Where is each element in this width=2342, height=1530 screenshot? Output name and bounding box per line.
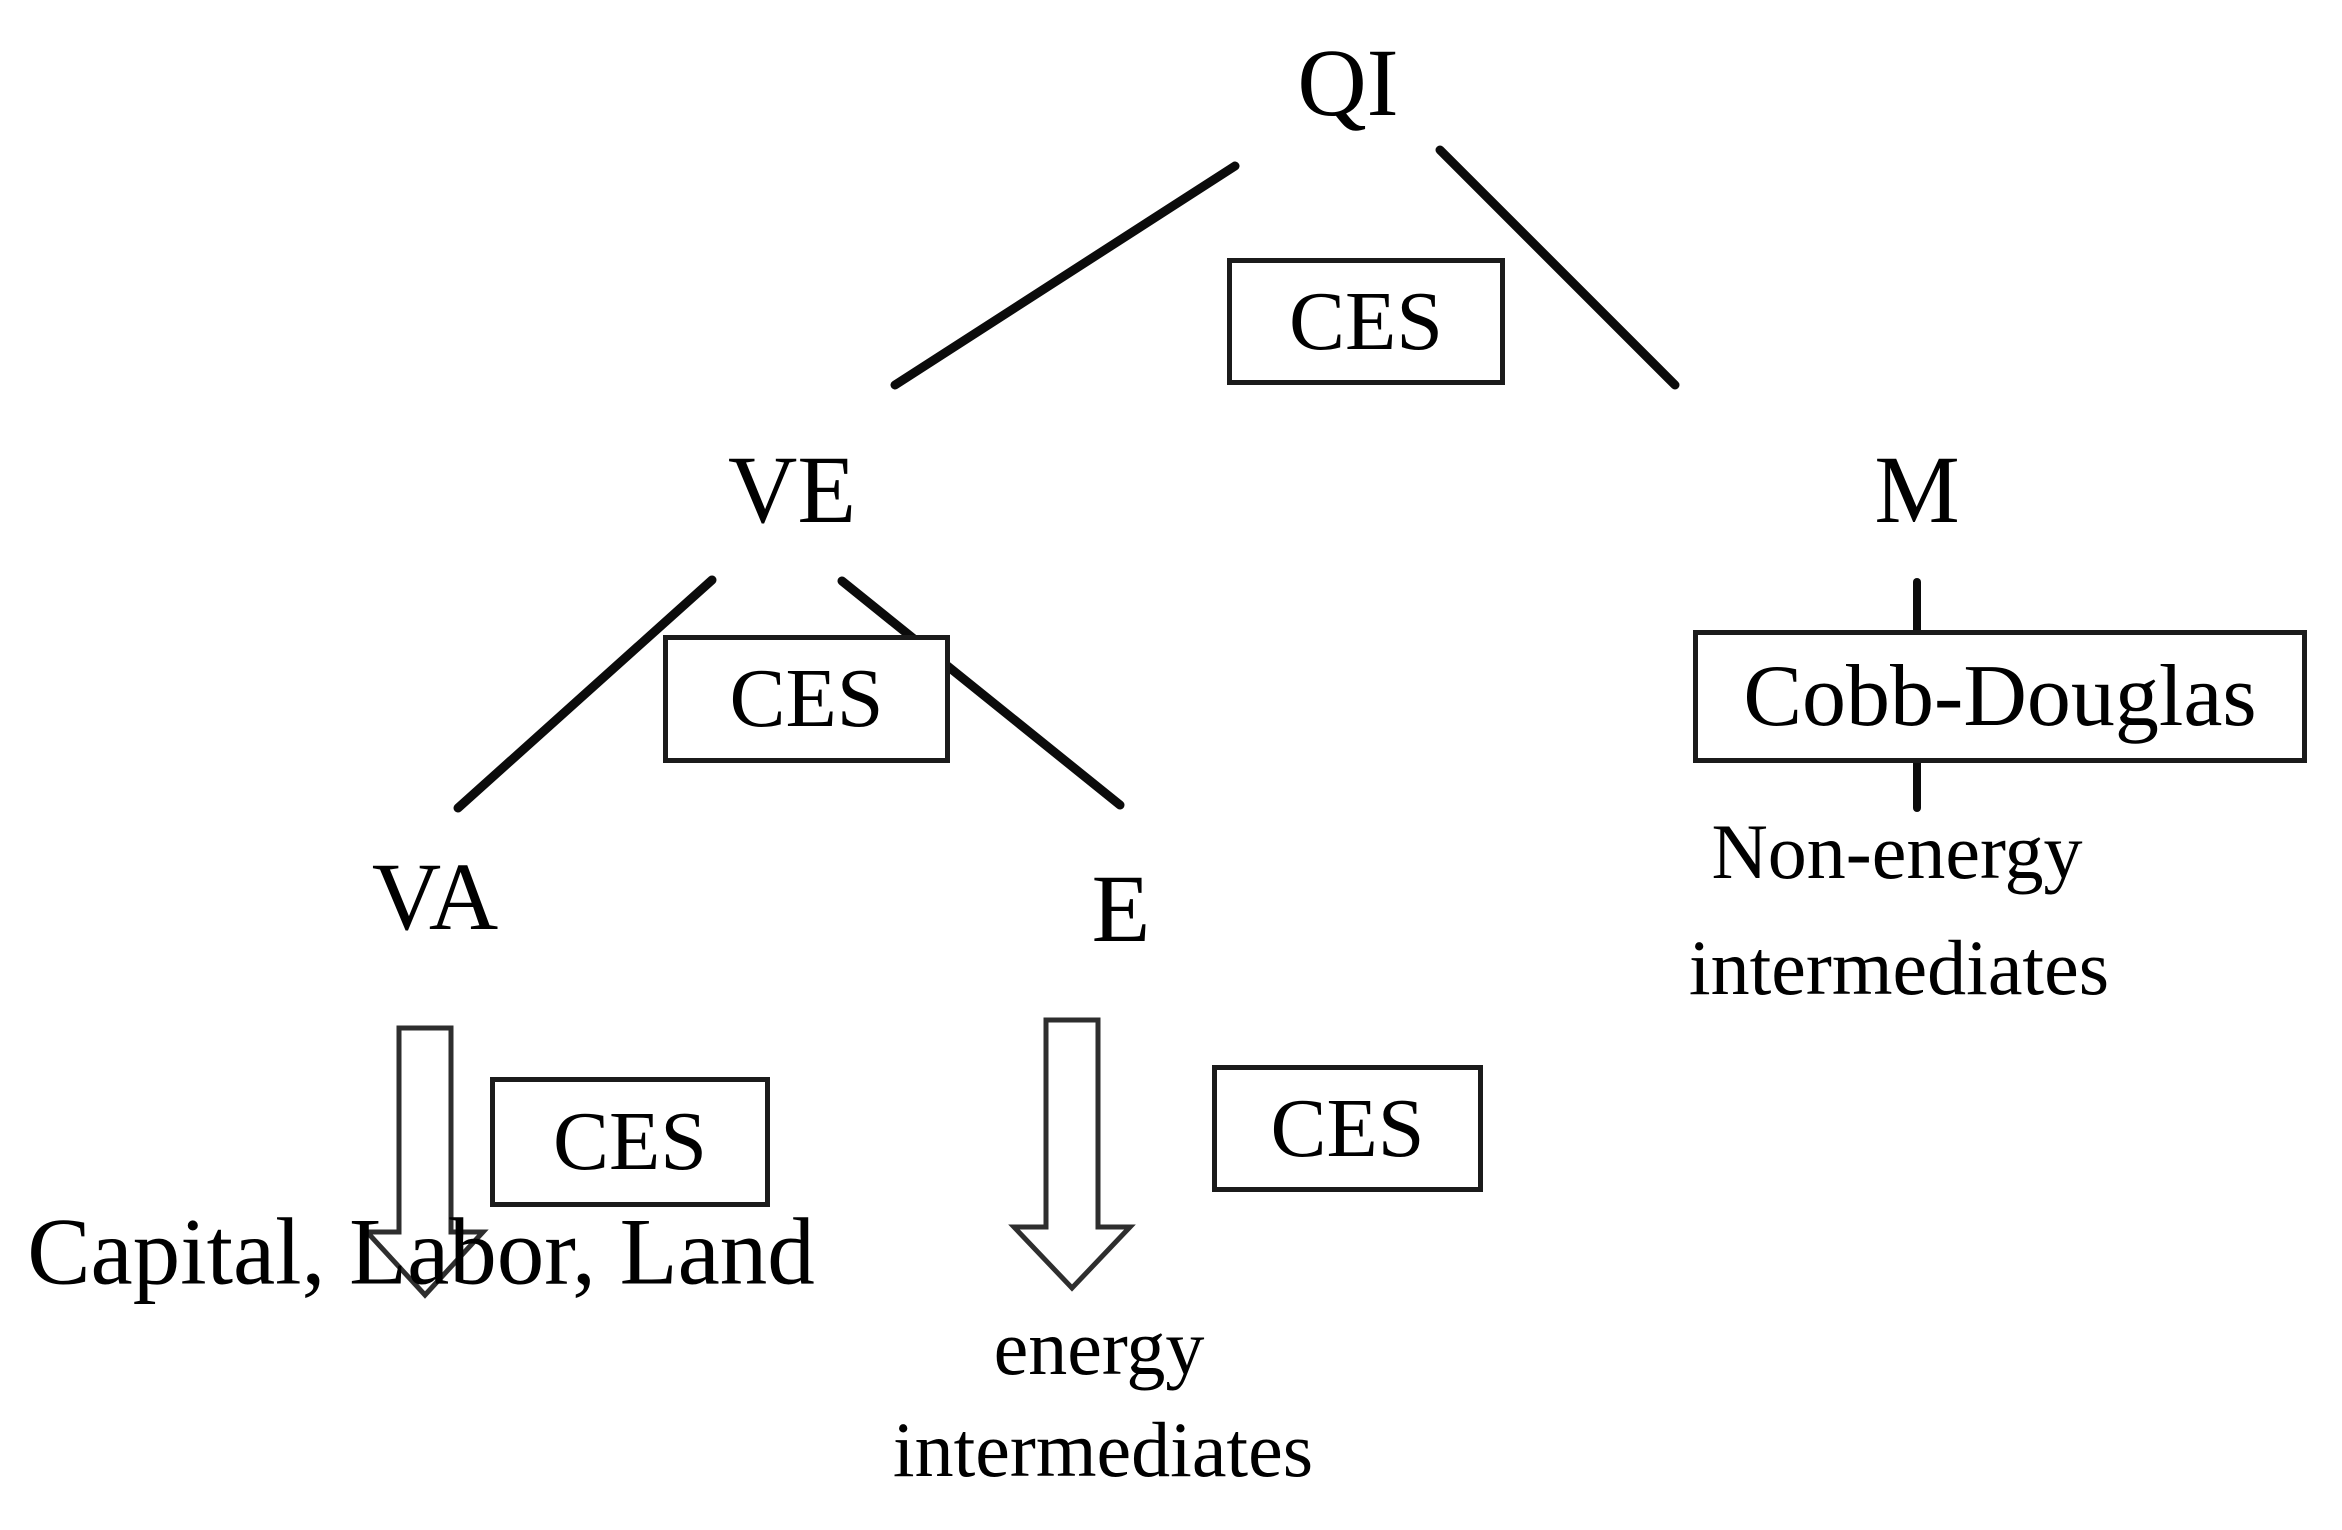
node-ve: VE [728, 436, 856, 543]
node-e: E [1091, 855, 1151, 962]
node-m: M [1874, 436, 1960, 543]
leaf-nonenergy-line1: Non-energy [1711, 808, 2083, 895]
ces-box-va-label: CES [552, 1095, 708, 1188]
edge-ve-e [837, 576, 1125, 810]
leaf-nonenergy-line2: intermediates [1688, 924, 2110, 1011]
ces-box-top: CES [1227, 258, 1505, 385]
edge-qi-m [1435, 145, 1680, 390]
ces-box-e: CES [1212, 1065, 1483, 1192]
va-down-arrow-icon [361, 1025, 489, 1299]
ces-box-va: CES [490, 1077, 770, 1207]
ces-box-ve-label: CES [729, 652, 884, 745]
leaf-capital-labor-land: Capital, Labor, Land [27, 1198, 815, 1305]
edge-qi-ve [890, 161, 1240, 390]
node-qi: QI [1297, 29, 1399, 136]
cobb-douglas-box: Cobb-Douglas [1693, 630, 2307, 763]
e-down-arrow-icon [1008, 1017, 1136, 1292]
cobb-douglas-label: Cobb-Douglas [1743, 647, 2257, 745]
node-va: VA [371, 843, 499, 950]
leaf-energy-line2: intermediates [892, 1406, 1314, 1493]
ces-box-top-label: CES [1288, 274, 1444, 368]
ces-box-ve: CES [663, 635, 950, 763]
edge-ve-va [453, 575, 717, 813]
leaf-energy-line1: energy [993, 1304, 1205, 1391]
ces-box-e-label: CES [1270, 1081, 1425, 1175]
